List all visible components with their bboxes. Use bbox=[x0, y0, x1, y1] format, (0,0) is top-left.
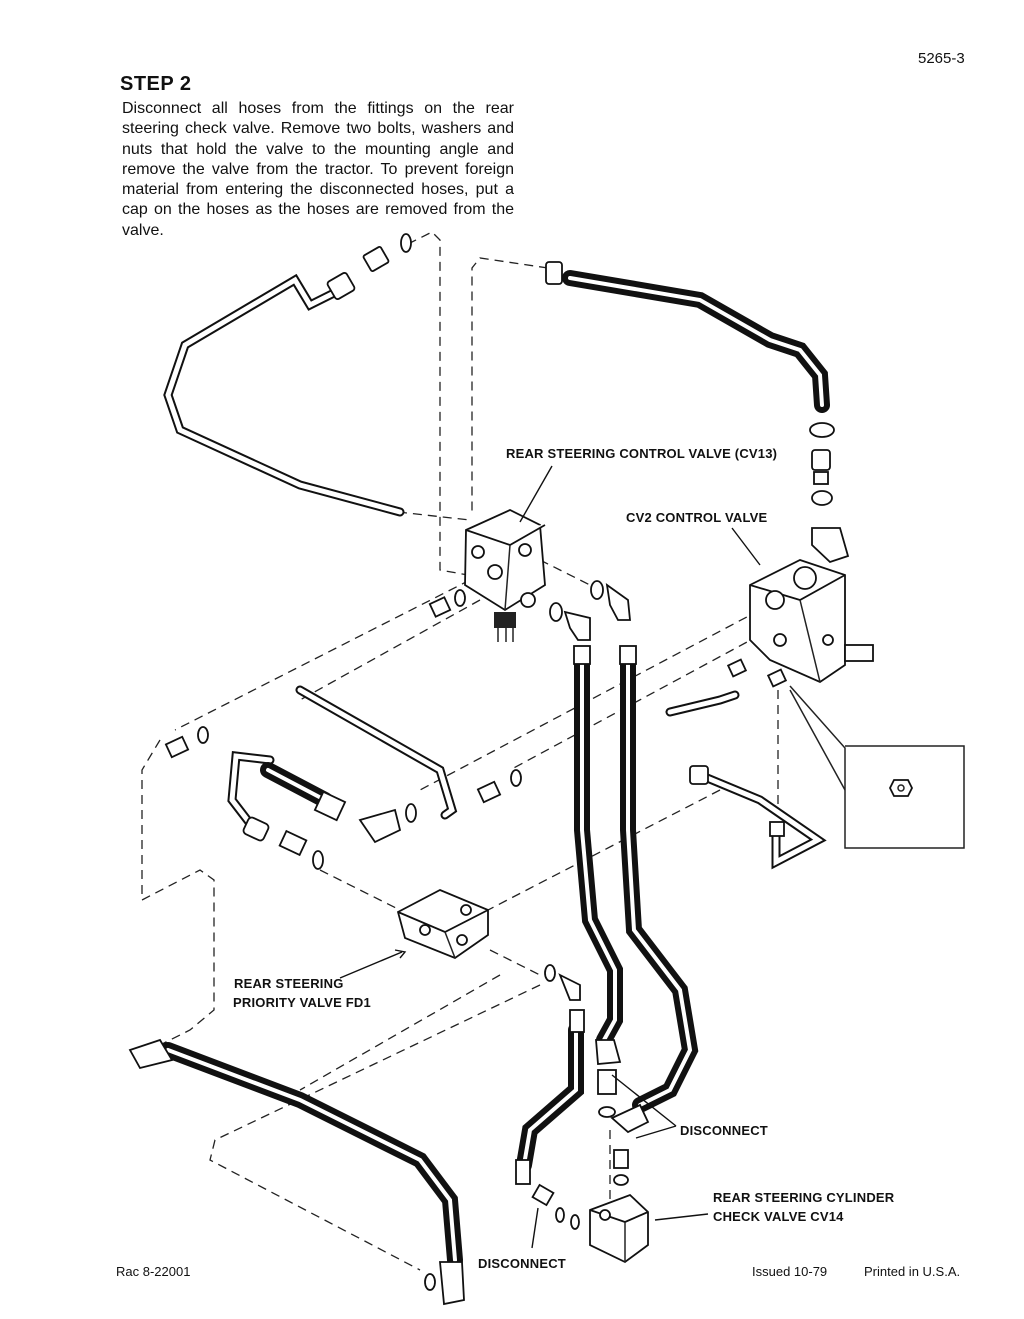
callout-disconnect-lower: DISCONNECT bbox=[478, 1256, 566, 1271]
right-small-pipes bbox=[665, 658, 827, 870]
middle-pipe-assembly bbox=[164, 685, 522, 870]
issued-date: Issued 10-79 bbox=[752, 1264, 828, 1279]
assembly-dashed-lines bbox=[141, 231, 779, 1271]
lower-left-hose bbox=[128, 1038, 465, 1306]
cv13-fittings bbox=[428, 580, 631, 641]
callout-check-valve-line2: CHECK VALVE CV14 bbox=[713, 1209, 844, 1224]
page-number: 5265-3 bbox=[918, 50, 965, 67]
lower-fittings-stack bbox=[544, 964, 650, 1186]
callout-priority-valve-line2: PRIORITY VALVE FD1 bbox=[233, 995, 371, 1010]
priority-valve-fd1 bbox=[396, 889, 489, 960]
step-instructions-text: Disconnect all hoses from the fittings o… bbox=[122, 100, 514, 239]
printed-in: Printed in U.S.A. bbox=[864, 1264, 961, 1279]
figure-reference: Rac 8-22001 bbox=[116, 1264, 191, 1279]
detail-inset bbox=[789, 685, 965, 849]
callout-disconnect-upper: DISCONNECT bbox=[680, 1123, 768, 1138]
check-valve-cv14 bbox=[531, 1183, 649, 1264]
step-title: STEP 2 bbox=[120, 73, 192, 95]
control-valve-cv13 bbox=[464, 509, 546, 642]
callout-priority-valve-line1: REAR STEERING bbox=[234, 976, 344, 991]
vertical-hoses bbox=[515, 645, 699, 1185]
callout-leaders bbox=[339, 465, 761, 1249]
cv2-control-valve bbox=[749, 559, 874, 684]
fittings-stack bbox=[809, 422, 850, 564]
callout-cv2-control-valve: CV2 CONTROL VALVE bbox=[626, 510, 768, 525]
callout-check-valve-line1: REAR STEERING CYLINDER bbox=[713, 1190, 895, 1205]
step-instructions: Disconnect all hoses from the fittings o… bbox=[122, 99, 514, 241]
upper-hose bbox=[545, 261, 830, 413]
callout-rear-steering-control-valve: REAR STEERING CONTROL VALVE (CV13) bbox=[506, 446, 778, 461]
upper-steel-pipe bbox=[163, 233, 412, 517]
